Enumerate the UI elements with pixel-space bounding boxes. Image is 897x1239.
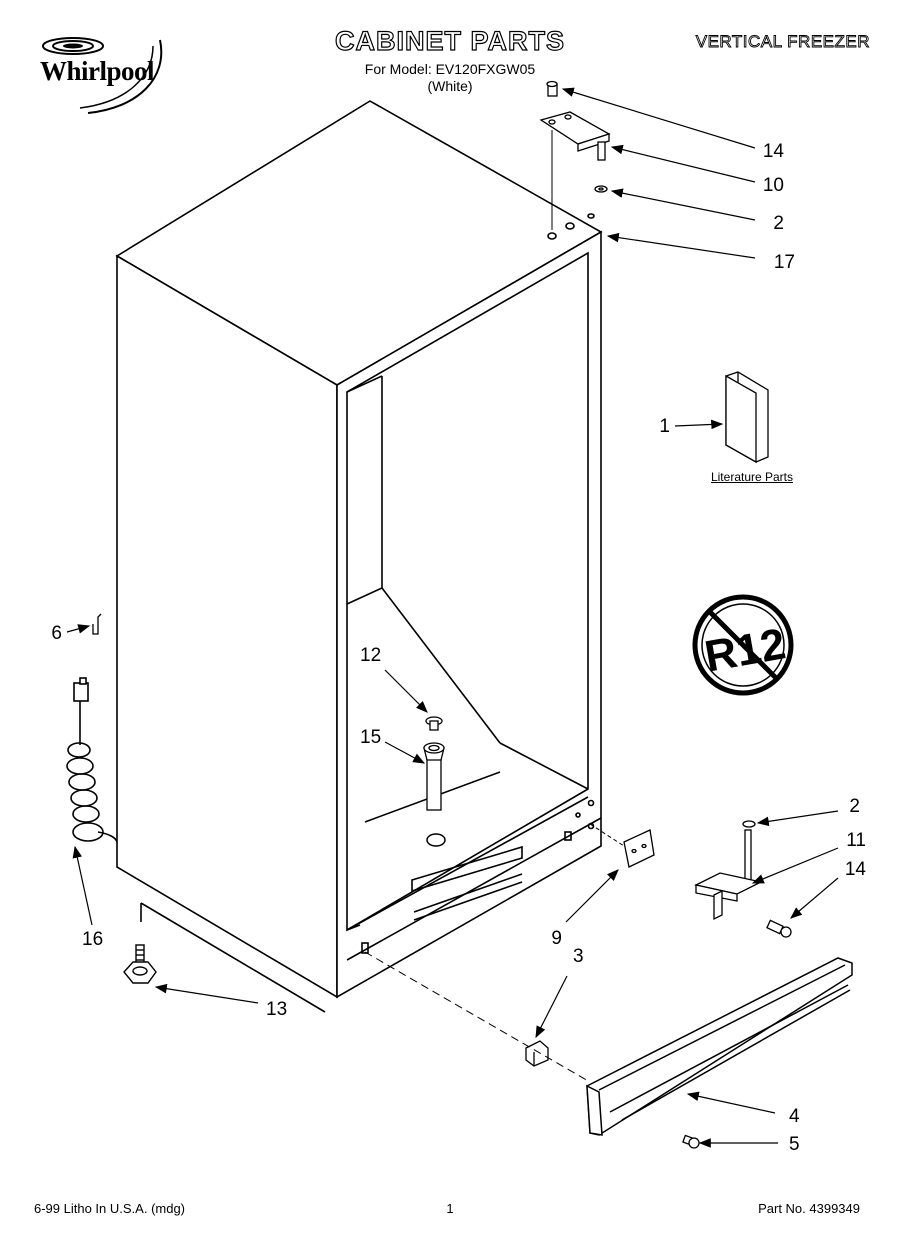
callout-3: 3: [573, 946, 584, 967]
page-title: CABINET PARTS: [334, 25, 565, 56]
color-line: (White): [427, 78, 473, 94]
callout-13: 13: [266, 999, 288, 1020]
callout-14-lower: 14: [844, 859, 866, 880]
power-cord-part: [66, 677, 118, 843]
product-category: VERTICAL FREEZER: [695, 32, 870, 52]
hinge-plate-part: [623, 829, 655, 868]
grille-bracket-part: [525, 1040, 549, 1067]
callout-11: 11: [846, 830, 866, 851]
callout-leaders: [66, 87, 839, 1148]
lower-hinge-part: [694, 829, 763, 921]
callout-5: 5: [789, 1134, 800, 1155]
callout-2: 2: [773, 213, 784, 234]
footer-print-info: 6-99 Litho In U.S.A. (mdg): [34, 1201, 186, 1216]
drain-hole: [426, 833, 446, 847]
brand-name: Whirlpool: [40, 56, 155, 86]
footer-part-number: Part No. 4399349: [758, 1201, 860, 1216]
model-line: For Model: EV120FXGW05: [364, 61, 536, 77]
top-hinge-assembly: [539, 80, 611, 193]
callout-14: 14: [762, 141, 784, 162]
literature-book: [725, 371, 769, 464]
footer-page-number: 1: [446, 1201, 454, 1216]
callout-15: 15: [360, 727, 382, 748]
model-info: For Model: EV120FXGW05 (White): [300, 61, 600, 95]
cord-clip-part: [92, 613, 102, 635]
cabinet-body: [115, 100, 603, 1013]
whirlpool-logo-swirl-icon: [42, 37, 163, 114]
lower-washer-part: [742, 820, 756, 828]
callout-4: 4: [789, 1106, 800, 1127]
grille-screw-part: [682, 1134, 700, 1149]
callout-12: 12: [360, 645, 382, 666]
hinge-screw-part: [766, 919, 792, 938]
callout-1: 1: [659, 416, 670, 437]
callout-16: 16: [82, 929, 104, 950]
callout-2-lower: 2: [849, 796, 860, 817]
grille-mount-line: [364, 951, 591, 1083]
literature-parts-label: Literature Parts: [710, 470, 794, 484]
callout-6: 6: [51, 623, 62, 644]
drain-plug-part: [425, 716, 443, 731]
callout-17: 17: [773, 252, 795, 273]
drain-tube-part: [423, 742, 445, 811]
callout-10: 10: [762, 175, 784, 196]
no-r12-icon: R12: [692, 594, 794, 696]
toe-grille-part: [586, 957, 853, 1136]
callout-9: 9: [551, 928, 562, 949]
leveling-leg-part: [123, 944, 157, 984]
